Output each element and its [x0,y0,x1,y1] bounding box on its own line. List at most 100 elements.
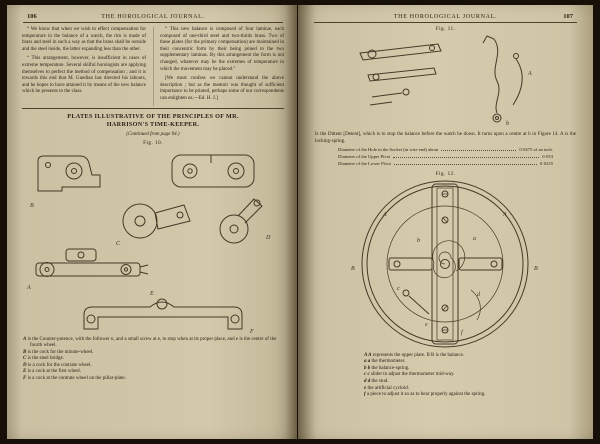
caption-line: A A represents the upper plate. B B is t… [364,353,571,360]
figure-letter: B [534,266,538,272]
caption-lead: F [23,375,27,381]
caption-lead: A [23,336,27,342]
fig11-drawing: A b [358,35,532,127]
figure-letter: C [116,241,121,247]
caption-line: C is the steel bridge. [23,356,283,363]
caption-line: A is the Counter-potence, with the follo… [23,337,283,350]
caption-text: is the Counter-potence, with the followe… [26,336,277,349]
fig12-label: Fig. 12. [435,170,456,177]
section-divider [22,107,284,109]
figure-letter: F [249,329,254,335]
caption-line: f a piece to adjust it so as to bear pro… [364,392,571,399]
caption-line: a a the thermometer. [364,359,571,366]
figure-letter: b [417,238,420,244]
caption-line: d d the stud. [364,379,571,386]
page-number-right: 107 [563,13,573,20]
fig10-parts [35,154,263,330]
figure-letter: E [149,291,154,297]
figure-letter: D [265,235,271,241]
measurements: Diameter of the Hole in the Socket (in w… [338,147,553,168]
caption-line: D is a cock for the contrate wheel. [23,363,283,370]
caption-lead: E [23,369,27,375]
measurement-label: Diameter of the Hole in the Socket (in w… [338,147,439,152]
paragraph-quote-3: “ This new balance is composed of four l… [160,27,284,72]
figure-letter: e [425,322,428,328]
section-title: PLATES ILLUSTRATIVE OF THE PRINCIPLES OF… [67,112,239,129]
caption-text: is a cock at the first wheel. [26,369,82,375]
caption-text: the balance-spring. [370,365,410,371]
fig10-drawing: B C D A E F [26,154,271,335]
caption-text: the stud. [370,379,389,385]
figure-letter: A [502,212,507,218]
caption-line: F is a cock at the contrate wheel on the… [23,376,283,383]
fig10-label: Fig. 10. [143,139,163,146]
page-number-left: 106 [27,13,37,20]
intro-columns: “ We know that when we wish to effect co… [21,23,285,107]
figure-letter: c [397,286,400,292]
figure-letter: a [473,236,476,242]
caption-lead: a a [364,359,371,365]
fig11-label: Fig. 11. [435,26,456,32]
fig10-captions: A is the Counter-potence, with the follo… [21,337,285,383]
dot-leader [441,150,517,151]
figure-letter: B [30,203,34,209]
page-header-right: THE HOROLOGICAL JOURNAL. 107 [314,11,577,23]
caption-line: E is a cock at the first wheel. [23,369,283,376]
fig12-captions: A A represents the upper plate. B B is t… [364,353,571,399]
page-left: 106 THE HOROLOGICAL JOURNAL. “ We know t… [7,5,297,439]
caption-line: B is the cock for the minute-wheel. [23,350,283,357]
caption-text: is the steel bridge. [26,356,64,362]
caption-lead: B [23,349,27,355]
caption-lead: d d [364,379,371,385]
measurement-value: 0·0235 [539,160,553,166]
caption-line: b b the balance-spring. [364,366,571,373]
journal-title-right: THE HOROLOGICAL JOURNAL. [393,14,498,20]
journal-title-left: THE HOROLOGICAL JOURNAL. [101,14,205,20]
detent-description: Is the Dittent [Detent], which is to sto… [315,132,576,144]
figure-letter: b [506,121,509,127]
caption-lead: e [364,385,367,391]
measurement-row: Diameter of the Lower Pivot 0·0235 [338,161,553,168]
figure-letter: A [382,212,387,218]
page-header-left: 106 THE HOROLOGICAL JOURNAL. [23,11,283,23]
dot-leader [393,156,540,158]
figure-letter: d [477,292,481,298]
fig12-letters: A A B B a b c d e f [351,212,538,336]
caption-text: is the cock for the minute-wheel. [26,349,94,355]
caption-text: is a cock at the contrate wheel on the p… [26,375,126,381]
intro-column-1: “ We know that when we wish to effect co… [22,27,146,106]
caption-lead: C [23,356,27,362]
caption-text: a piece to adjust it so as to bear prope… [365,392,486,398]
caption-lead: c c [364,372,370,378]
figure-letter: A [527,71,532,77]
caption-text: the thermometer. [370,359,406,365]
fig11-parts [358,35,523,123]
fig12-parts [361,180,529,348]
measurement-value: 0·0475 of an inch. [519,147,553,152]
caption-lead: b b [364,365,371,371]
caption-text: is a cock for the contrate wheel. [26,362,92,368]
measurement-row: Diameter of the Upper Pivot 0·053 [338,154,553,161]
paragraph-quote-2: “ This arrangement, however, is insuffic… [22,56,146,95]
caption-text: the artificial cycloid. [366,385,409,391]
page-right: THE HOROLOGICAL JOURNAL. 107 Fig. 11. A … [298,5,593,439]
caption-text: slider to adjust the thermometer mid-way… [369,372,455,378]
caption-lead: f [364,392,366,398]
paragraph-editor-note: [We must confess we cannot understand th… [160,76,284,101]
figure-letter: B [351,266,355,272]
figure-letter: f [461,329,464,336]
measurement-label: Diameter of the Lower Pivot [338,160,391,166]
figure-letter: A [26,285,31,291]
caption-line: e the artificial cycloid. [364,386,571,393]
fig11-letters: A b [506,71,532,127]
caption-lead: D [23,362,27,368]
caption-line: c c slider to adjust the thermometer mid… [364,372,571,379]
measurement-value: 0·053 [542,153,553,159]
intro-column-2: “ This new balance is composed of four l… [153,27,284,106]
fig10-letters: B C D A E F [26,203,271,335]
dot-leader [393,163,537,165]
caption-lead: A A [364,352,372,358]
measurement-label: Diameter of the Upper Pivot [338,153,391,159]
continued-note: (Continued from page 94.) [126,131,180,137]
